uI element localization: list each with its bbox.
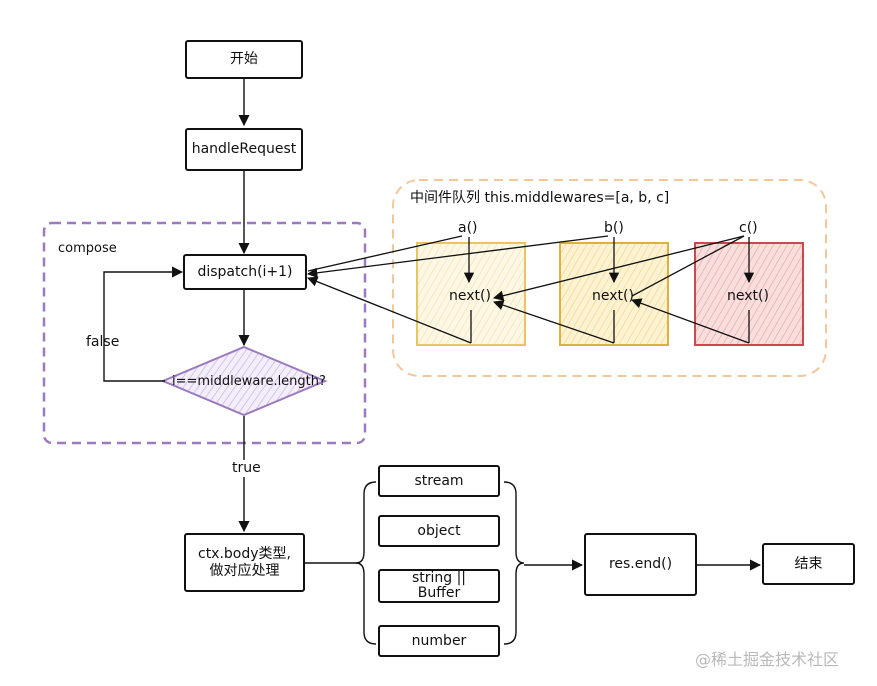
dispatch-node: dispatch(i+1) [183, 254, 307, 290]
middleware-queue-container [392, 179, 827, 377]
res-end-node: res.end() [584, 533, 697, 596]
brace-right [503, 481, 525, 645]
arrow-b-to-dispatch [306, 235, 609, 278]
ctx-body-node: ctx.body类型, 做对应处理 [184, 533, 305, 592]
end-node: 结束 [762, 543, 855, 585]
watermark: @稀土掘金技术社区 [695, 650, 840, 669]
middleware-c-call: c() [739, 220, 758, 236]
arrow-c-return-to-b-next [631, 298, 750, 344]
arrow-dispatch-to-a [307, 235, 463, 272]
arrow-false-loop [103, 266, 184, 382]
type-number-box: number [378, 625, 500, 657]
type-string-buffer-box: string || Buffer [378, 569, 500, 603]
handle-request-node: handleRequest [185, 128, 303, 171]
decision-diamond [160, 345, 328, 417]
decision-label: i==middleware.length? [172, 374, 326, 389]
arrow-a-return [307, 276, 472, 344]
middleware-a-next: next() [449, 288, 491, 304]
type-stream-box: stream [378, 465, 500, 497]
middleware-b-next: next() [592, 288, 634, 304]
true-label: true [230, 460, 263, 477]
type-object-box: object [378, 515, 500, 547]
middleware-a-call: a() [458, 220, 478, 236]
compose-container [42, 221, 367, 445]
start-node: 开始 [185, 40, 303, 79]
middleware-b-call: b() [604, 220, 624, 236]
false-label: false [86, 334, 120, 350]
arrow-b-return-to-a-next [493, 300, 615, 344]
middleware-c-next: next() [727, 288, 769, 304]
compose-label: compose [58, 241, 117, 256]
brace-left [355, 481, 377, 645]
middleware-queue-label: 中间件队列 this.middlewares=[a, b, c] [410, 190, 670, 206]
arrow-c-to-b-next [631, 235, 745, 297]
arrow-c-to-a-next [492, 235, 745, 301]
